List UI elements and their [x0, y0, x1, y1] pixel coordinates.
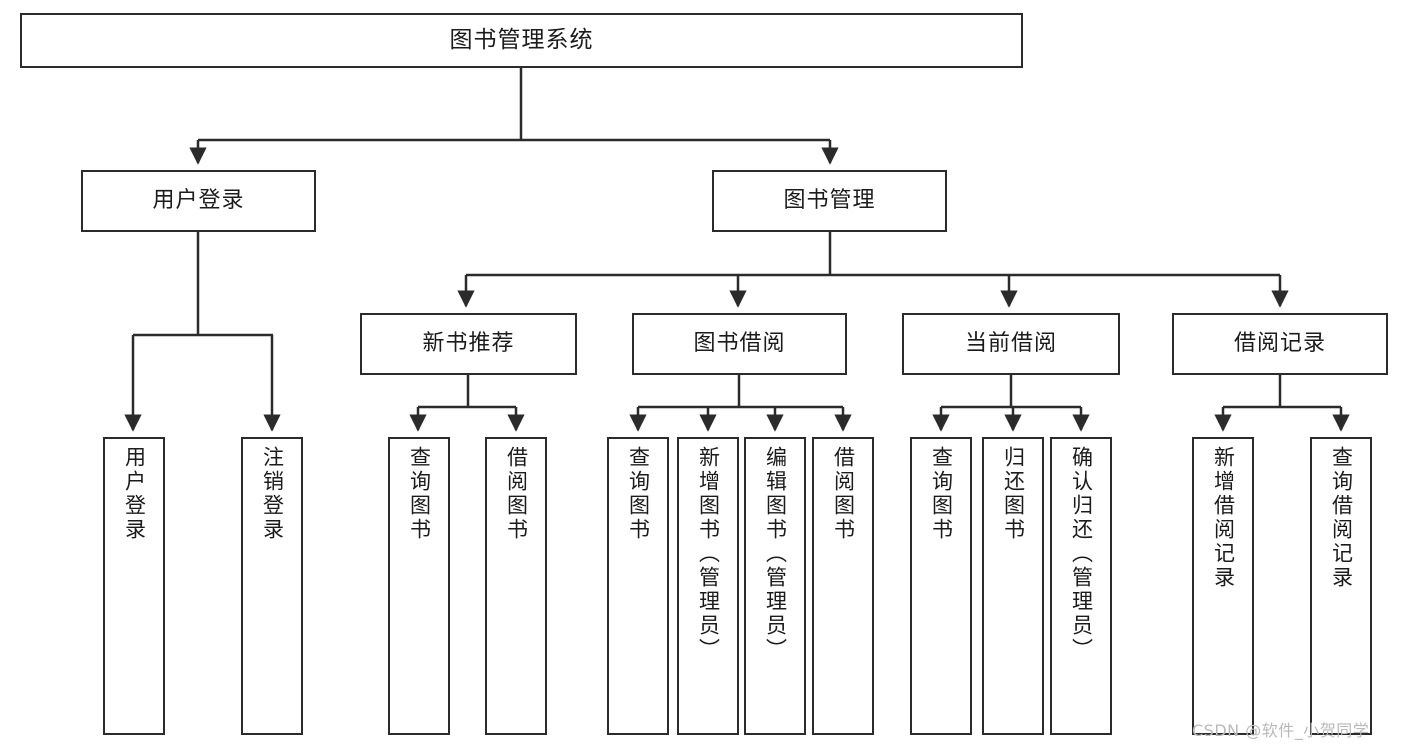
leaf-logout-login[interactable]: 注销登录 — [241, 437, 303, 735]
node-label: 用户登录 — [122, 446, 147, 542]
node-label: 图书管理 — [783, 187, 876, 213]
node-label: 查询借阅记录 — [1329, 446, 1354, 590]
leaf-confirm-return-admin[interactable]: 确认归还（管理员） — [1050, 437, 1112, 735]
node-label: 用户登录 — [152, 187, 245, 213]
node-label: 新书推荐 — [422, 330, 515, 356]
node-borrow-record[interactable]: 借阅记录 — [1172, 313, 1388, 375]
node-label: 归还图书 — [1001, 446, 1026, 542]
leaf-return-book[interactable]: 归还图书 — [982, 437, 1044, 735]
node-book-management[interactable]: 图书管理 — [712, 170, 947, 232]
node-root-system[interactable]: 图书管理系统 — [20, 13, 1023, 68]
leaf-user-login[interactable]: 用户登录 — [103, 437, 165, 735]
leaf-add-borrow-record[interactable]: 新增借阅记录 — [1192, 437, 1254, 735]
node-current-borrow[interactable]: 当前借阅 — [902, 313, 1120, 375]
node-label: 新增图书（管理员） — [696, 446, 721, 662]
leaf-borrow-book[interactable]: 借阅图书 — [812, 437, 874, 735]
node-label: 图书管理系统 — [449, 26, 594, 53]
leaf-borrow-book-recommend[interactable]: 借阅图书 — [485, 437, 547, 735]
node-label: 借阅记录 — [1233, 330, 1326, 356]
node-user-login[interactable]: 用户登录 — [81, 170, 316, 232]
leaf-query-book-recommend[interactable]: 查询图书 — [388, 437, 450, 735]
csdn-watermark: CSDN @软件_小贺同学 — [1192, 721, 1370, 740]
node-label: 借阅图书 — [504, 446, 529, 542]
node-label: 新增借阅记录 — [1211, 446, 1236, 590]
node-book-borrow[interactable]: 图书借阅 — [632, 313, 847, 375]
leaf-edit-book-admin[interactable]: 编辑图书（管理员） — [744, 437, 806, 735]
node-label: 查询图书 — [407, 446, 432, 542]
node-label: 查询图书 — [626, 446, 651, 542]
leaf-add-book-admin[interactable]: 新增图书（管理员） — [677, 437, 739, 735]
node-label: 确认归还（管理员） — [1069, 446, 1094, 662]
node-label: 编辑图书（管理员） — [763, 446, 788, 662]
leaf-query-book-current[interactable]: 查询图书 — [910, 437, 972, 735]
node-label: 注销登录 — [260, 446, 285, 542]
leaf-query-borrow-record[interactable]: 查询借阅记录 — [1310, 437, 1372, 735]
node-label: 借阅图书 — [831, 446, 856, 542]
node-label: 图书借阅 — [693, 330, 786, 356]
node-label: 查询图书 — [929, 446, 954, 542]
leaf-query-book-borrow[interactable]: 查询图书 — [607, 437, 669, 735]
node-label: 当前借阅 — [964, 330, 1057, 356]
node-new-book-recommend[interactable]: 新书推荐 — [360, 313, 577, 375]
